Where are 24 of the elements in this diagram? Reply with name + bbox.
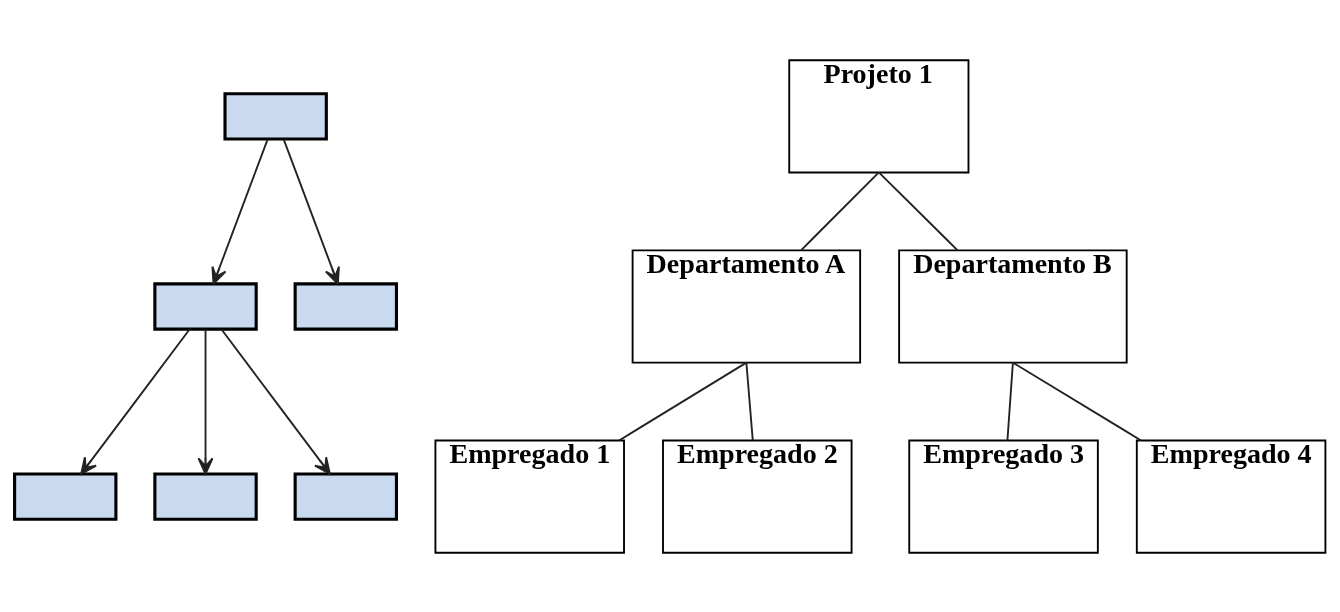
node-box: Empregado 1 bbox=[434, 439, 625, 554]
node-box: Departamento A bbox=[631, 248, 862, 364]
arrow bbox=[211, 137, 269, 285]
arrow bbox=[80, 328, 191, 475]
node-box: Empregado 3 bbox=[908, 439, 1099, 554]
connector bbox=[877, 171, 959, 251]
arrow bbox=[220, 328, 331, 475]
node-box: Empregado 4 bbox=[1135, 439, 1327, 554]
node-box: Projeto 1 bbox=[788, 58, 970, 173]
connector bbox=[1006, 361, 1014, 441]
node-box bbox=[13, 472, 118, 521]
node-box bbox=[223, 91, 328, 140]
node-box bbox=[293, 281, 398, 331]
connector bbox=[800, 171, 880, 251]
node-box: Empregado 2 bbox=[662, 439, 853, 554]
connector bbox=[618, 361, 748, 441]
arrow bbox=[282, 137, 340, 285]
node-box bbox=[153, 281, 258, 331]
node-box bbox=[293, 472, 398, 521]
arrow bbox=[197, 328, 214, 475]
connector bbox=[745, 361, 754, 441]
node-box: Departamento B bbox=[898, 248, 1128, 364]
node-box bbox=[153, 472, 258, 521]
connector bbox=[1011, 361, 1143, 441]
